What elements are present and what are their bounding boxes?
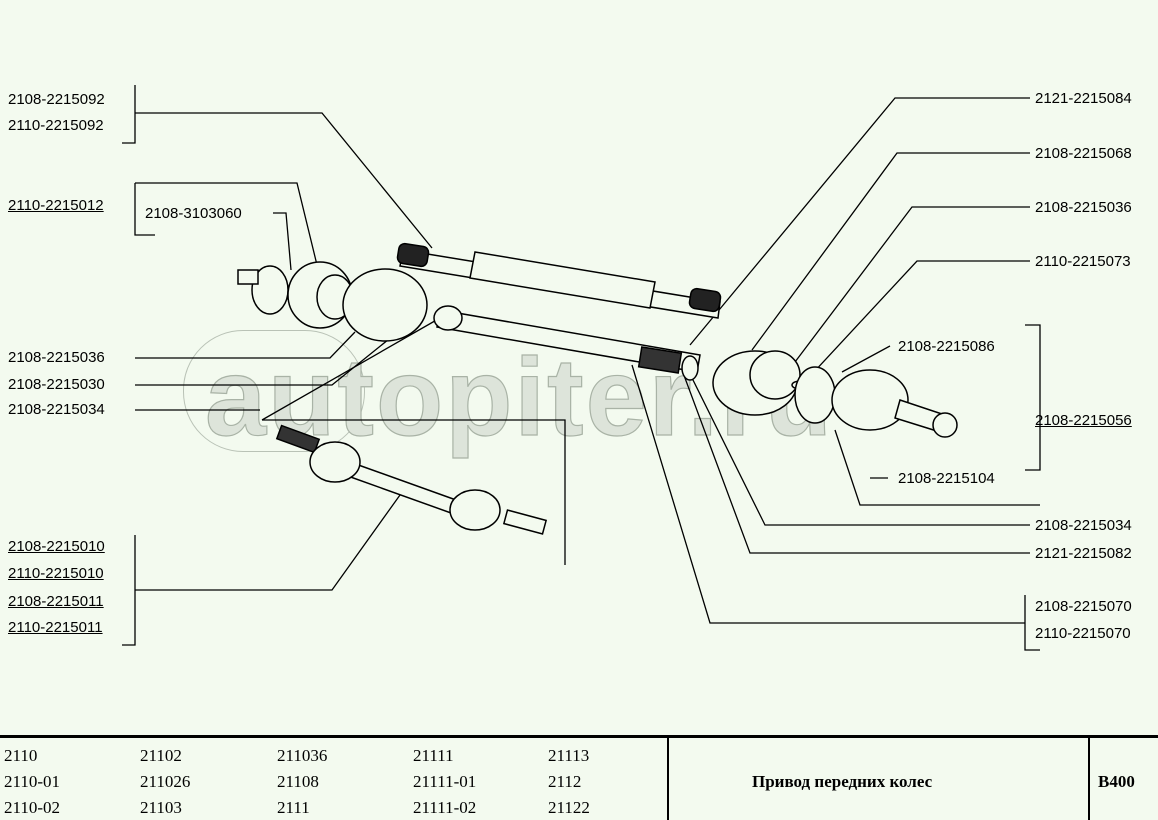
model: 21108 [277,772,319,791]
model: 2110 [4,746,38,765]
divider [667,738,669,820]
parts-drawing [122,85,1041,651]
model: 2111 [277,798,310,817]
model: 2110-01 [4,772,61,791]
part-label: 2108-2215011 [8,593,104,610]
part-label: 2110-2215012 [8,197,104,214]
part-label: 2108-2215030 [8,376,105,393]
part-label: 2110-2215092 [8,117,104,134]
part-label: 2110-2215070 [1035,625,1131,642]
part-label: 2108-2215070 [1035,598,1132,615]
part-label: 2121-2215084 [1035,90,1132,107]
part-label: 2108-3103060 [145,205,242,222]
part-label: 2108-2215068 [1035,145,1132,162]
part-label: 2108-2215086 [898,338,995,355]
model: 21122 [548,798,590,817]
model: 21111-02 [413,798,477,817]
watermark-logo [183,330,365,452]
part-label: 2108-2215036 [1035,199,1132,216]
model: 211026 [140,772,191,791]
model: 21113 [548,746,590,765]
part-label: 2108-2215036 [8,349,105,366]
model: 21103 [140,798,182,817]
model: 211036 [277,746,328,765]
part-label: 2108-2215056 [1035,412,1132,429]
title-block: 2110 2110-01 2110-02 21102 211026 21103 … [0,735,1158,820]
main-drive-shaft [237,261,958,438]
model: 2112 [548,772,582,791]
part-label: 2110-2215010 [8,565,104,582]
part-label: 2108-2215092 [8,91,105,108]
complete-drive-shaft [275,424,548,535]
intermediate-shaft [396,242,722,319]
model: 21102 [140,746,182,765]
part-label: 2121-2215082 [1035,545,1132,562]
part-label: 2108-2215034 [1035,517,1132,534]
part-label: 2108-2215010 [8,538,105,555]
divider [1088,738,1090,820]
part-label: 2108-2215034 [8,401,105,418]
leader-lines-right [631,97,1041,651]
model: 21111-01 [413,772,477,791]
section-title: Привод передних колес [752,772,933,791]
leader-lines-left [122,85,566,646]
part-label: 2110-2215073 [1035,253,1131,270]
model: 21111 [413,746,454,765]
section-code: B400 [1098,772,1135,791]
part-label: 2110-2215011 [8,619,103,636]
model: 2110-02 [4,798,61,817]
part-label: 2108-2215104 [898,470,995,487]
